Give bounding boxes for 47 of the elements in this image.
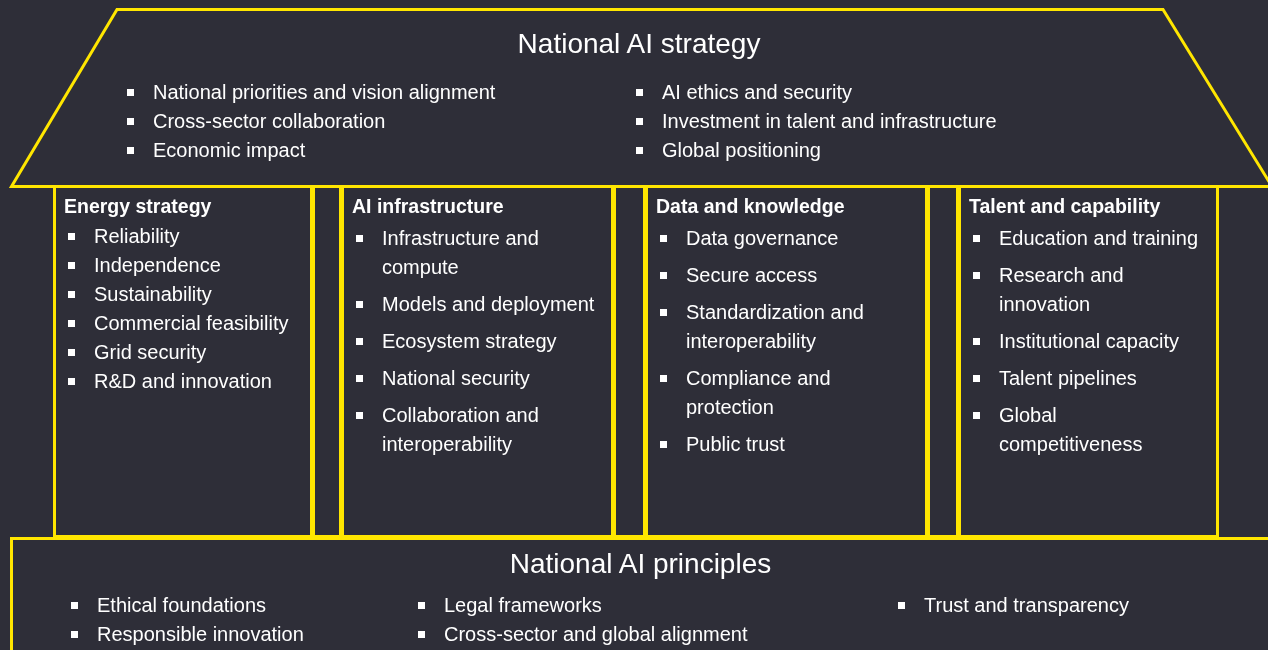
bullet-text: Trust and transparency <box>924 593 1129 618</box>
pillar-box <box>341 187 614 538</box>
bullet-text: Education and training <box>999 226 1199 251</box>
bullet-text: Commercial feasibility <box>94 311 289 336</box>
bullet-text: Collaboration and interoperability <box>382 403 540 457</box>
bullet-text: Reliability <box>94 224 180 249</box>
bullet-text: Ecosystem strategy <box>382 329 557 354</box>
bullet-text: Research and innovation <box>999 263 1125 317</box>
pillar-heading: Talent and capability <box>969 195 1162 218</box>
bullet-text: AI ethics and security <box>662 80 853 105</box>
bullet-text: Infrastructure and compute <box>382 226 540 280</box>
bullet-text: Talent pipelines <box>999 366 1137 391</box>
bullet-text: Grid security <box>94 340 207 365</box>
bullet-text: Public trust <box>686 432 785 457</box>
bullet-text: Compliance and protection <box>686 366 832 420</box>
bullet-text: Investment in talent and infrastructure <box>662 109 997 134</box>
bullet-text: Models and deployment <box>382 292 595 317</box>
bullet-text: Sustainability <box>94 282 212 307</box>
section-title: National AI strategy <box>516 28 762 60</box>
bullet-text: Global positioning <box>662 138 821 163</box>
bullet-text: Cross-sector collaboration <box>153 109 386 134</box>
bullet-text: Cross-sector and global alignment <box>444 622 748 647</box>
bullet-text: National priorities and vision alignment <box>153 80 496 105</box>
pillar-heading: Energy strategy <box>64 195 213 218</box>
bullet-text: Standardization and interoperability <box>686 300 865 354</box>
bullet-text: Responsible innovation <box>97 622 304 647</box>
bullet-text: R&D and innovation <box>94 369 272 394</box>
pillar-spacer <box>613 187 646 538</box>
bullet-text: Economic impact <box>153 138 306 163</box>
pillar-heading: Data and knowledge <box>656 195 846 218</box>
bullet-text: Global competitiveness <box>999 403 1144 457</box>
bullet-text: Legal frameworks <box>444 593 602 618</box>
bullet-text: National security <box>382 366 530 391</box>
section-title: National AI principles <box>508 548 773 580</box>
pillar-spacer <box>312 187 342 538</box>
pillar-box <box>645 187 928 538</box>
pillar-heading: AI infrastructure <box>352 195 505 218</box>
pillar-spacer <box>927 187 959 538</box>
base-panel <box>10 537 1268 650</box>
pillar-box <box>53 187 313 538</box>
bullet-text: Secure access <box>686 263 818 288</box>
bullet-text: Institutional capacity <box>999 329 1180 354</box>
roof-trapezoid <box>10 8 1268 188</box>
bullet-text: Ethical foundations <box>97 593 266 618</box>
bullet-text: Independence <box>94 253 221 278</box>
bullet-text: Data governance <box>686 226 839 251</box>
pillar-box <box>958 187 1219 538</box>
